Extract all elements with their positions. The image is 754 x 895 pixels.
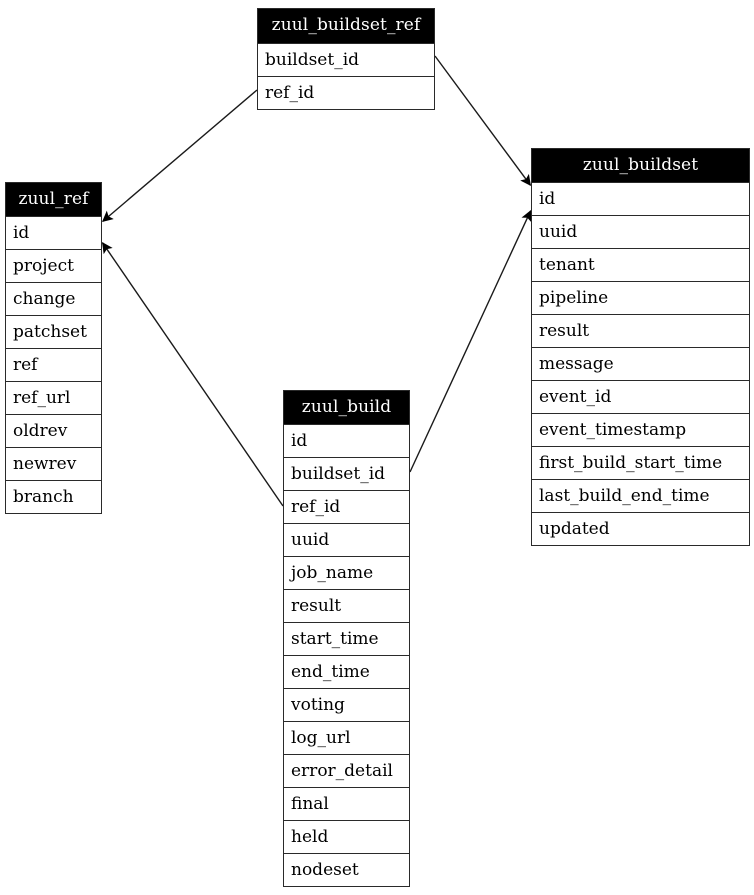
entity-field-zuul_build-ref_id[interactable]: ref_id bbox=[284, 490, 409, 523]
entity-field-zuul_build-final[interactable]: final bbox=[284, 787, 409, 820]
relationship-edge-build-to-ref bbox=[101, 241, 284, 507]
entity-field-zuul_buildset-event_timestamp[interactable]: event_timestamp bbox=[532, 413, 749, 446]
entity-field-zuul_ref-oldrev[interactable]: oldrev bbox=[6, 414, 101, 447]
entity-field-zuul_ref-branch[interactable]: branch bbox=[6, 480, 101, 513]
entity-field-zuul_build-end_time[interactable]: end_time bbox=[284, 655, 409, 688]
entity-field-zuul_ref-id[interactable]: id bbox=[6, 216, 101, 249]
entity-title-zuul_build: zuul_build bbox=[284, 391, 409, 424]
entity-field-zuul_build-held[interactable]: held bbox=[284, 820, 409, 853]
entity-field-zuul_buildset-result[interactable]: result bbox=[532, 314, 749, 347]
entity-field-zuul_buildset-updated[interactable]: updated bbox=[532, 512, 749, 545]
relationship-edge-build-to-buildset bbox=[409, 209, 532, 473]
entity-field-zuul_ref-patchset[interactable]: patchset bbox=[6, 315, 101, 348]
entity-field-zuul_build-start_time[interactable]: start_time bbox=[284, 622, 409, 655]
entity-title-zuul_ref: zuul_ref bbox=[6, 183, 101, 216]
entity-field-zuul_build-error_detail[interactable]: error_detail bbox=[284, 754, 409, 787]
entity-title-zuul_buildset: zuul_buildset bbox=[532, 149, 749, 182]
entity-field-zuul_build-result[interactable]: result bbox=[284, 589, 409, 622]
entity-field-zuul_ref-project[interactable]: project bbox=[6, 249, 101, 282]
entity-field-zuul_ref-change[interactable]: change bbox=[6, 282, 101, 315]
entity-field-zuul_build-nodeset[interactable]: nodeset bbox=[284, 853, 409, 886]
relationship-edge-buildset_ref-to-ref bbox=[101, 89, 258, 222]
entity-field-zuul_buildset-tenant[interactable]: tenant bbox=[532, 248, 749, 281]
entity-field-zuul_buildset-uuid[interactable]: uuid bbox=[532, 215, 749, 248]
entity-field-zuul_ref-newrev[interactable]: newrev bbox=[6, 447, 101, 480]
entity-field-zuul_build-voting[interactable]: voting bbox=[284, 688, 409, 721]
entity-field-zuul_buildset-pipeline[interactable]: pipeline bbox=[532, 281, 749, 314]
entity-field-zuul_ref-ref_url[interactable]: ref_url bbox=[6, 381, 101, 414]
entity-field-zuul_buildset_ref-buildset_id[interactable]: buildset_id bbox=[258, 43, 434, 76]
entity-field-zuul_build-job_name[interactable]: job_name bbox=[284, 556, 409, 589]
entity-field-zuul_buildset-first_build_start_time[interactable]: first_build_start_time bbox=[532, 446, 749, 479]
entity-field-zuul_buildset-event_id[interactable]: event_id bbox=[532, 380, 749, 413]
relationship-edge-buildset_ref-to-buildset bbox=[434, 55, 531, 187]
entity-field-zuul_ref-ref[interactable]: ref bbox=[6, 348, 101, 381]
entity-field-zuul_build-log_url[interactable]: log_url bbox=[284, 721, 409, 754]
entity-field-zuul_buildset_ref-ref_id[interactable]: ref_id bbox=[258, 76, 434, 109]
entity-field-zuul_buildset-message[interactable]: message bbox=[532, 347, 749, 380]
entity-field-zuul_buildset-id[interactable]: id bbox=[532, 182, 749, 215]
entity-field-zuul_build-id[interactable]: id bbox=[284, 424, 409, 457]
entity-title-zuul_buildset_ref: zuul_buildset_ref bbox=[258, 9, 434, 43]
entity-field-zuul_build-uuid[interactable]: uuid bbox=[284, 523, 409, 556]
entity-field-zuul_buildset-last_build_end_time[interactable]: last_build_end_time bbox=[532, 479, 749, 512]
entity-field-zuul_build-buildset_id[interactable]: buildset_id bbox=[284, 457, 409, 490]
